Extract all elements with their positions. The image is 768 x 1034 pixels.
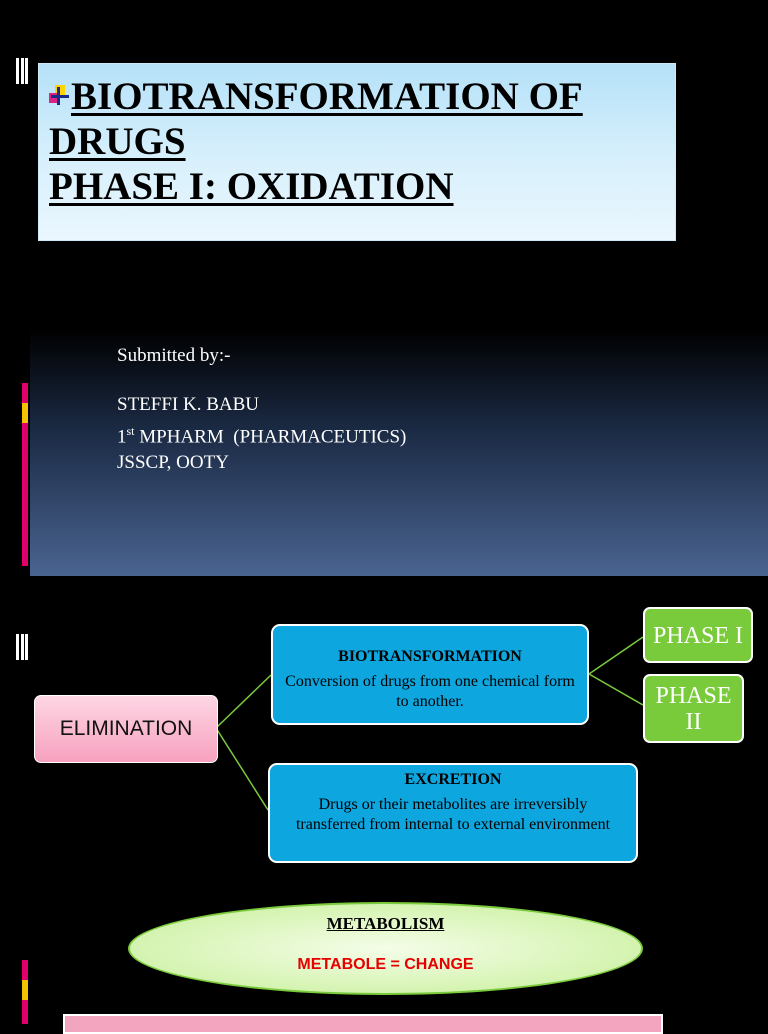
- accent-yellow: [22, 980, 28, 1000]
- course-line: 1st MPHARM (PHARMACEUTICS): [117, 424, 407, 448]
- title-line-2: DRUGS: [49, 120, 186, 163]
- accent-magenta: [22, 383, 28, 403]
- title-box: BIOTRANSFORMATION OF DRUGS PHASE I: OXID…: [38, 63, 676, 241]
- author-name: STEFFI K. BABU: [117, 394, 259, 415]
- vertical-bars-icon: [16, 58, 28, 84]
- excretion-node: EXCRETION Drugs or their metabolites are…: [268, 763, 638, 863]
- elimination-node: ELIMINATION: [34, 695, 218, 763]
- submitted-label: Submitted by:-: [117, 345, 231, 366]
- accent-magenta: [22, 960, 28, 980]
- accent-yellow: [22, 403, 28, 423]
- slide-title: BIOTRANSFORMATION OF DRUGS PHASE I: OXID…: [49, 74, 583, 209]
- accent-magenta-long: [22, 1000, 28, 1024]
- biotransformation-body: Conversion of drugs from one chemical fo…: [285, 673, 575, 710]
- connector-lines: [215, 636, 644, 811]
- title-text-1: BIOTRANSFORMATION OF: [71, 75, 583, 118]
- excretion-title: EXCRETION: [404, 771, 502, 788]
- title-line-1: BIOTRANSFORMATION OF: [49, 74, 583, 119]
- institution: JSSCP, OOTY: [117, 452, 229, 474]
- colored-cross-bullet-icon: [49, 85, 69, 105]
- title-line-3: PHASE I: OXIDATION: [49, 165, 454, 208]
- excretion-body: Drugs or their metabolites are irreversi…: [295, 796, 611, 833]
- phase-2-node: PHASE II: [643, 674, 744, 743]
- next-content-box: [63, 1014, 663, 1034]
- accent-magenta-long: [22, 423, 28, 566]
- submitted-block: Submitted by:- STEFFI K. BABU 1st MPHARM…: [117, 343, 406, 476]
- metabolism-equation: METABOLE = CHANGE: [297, 956, 474, 973]
- vertical-bars-icon: [16, 634, 28, 660]
- biotransformation-node: BIOTRANSFORMATION Conversion of drugs fr…: [271, 624, 589, 725]
- metabolism-ellipse: METABOLISM METABOLE = CHANGE: [128, 902, 643, 995]
- metabolism-title: METABOLISM: [326, 914, 445, 933]
- slide-1: BIOTRANSFORMATION OF DRUGS PHASE I: OXID…: [0, 0, 768, 576]
- phase-1-node: PHASE I: [643, 607, 753, 663]
- biotransformation-title: BIOTRANSFORMATION: [338, 648, 522, 665]
